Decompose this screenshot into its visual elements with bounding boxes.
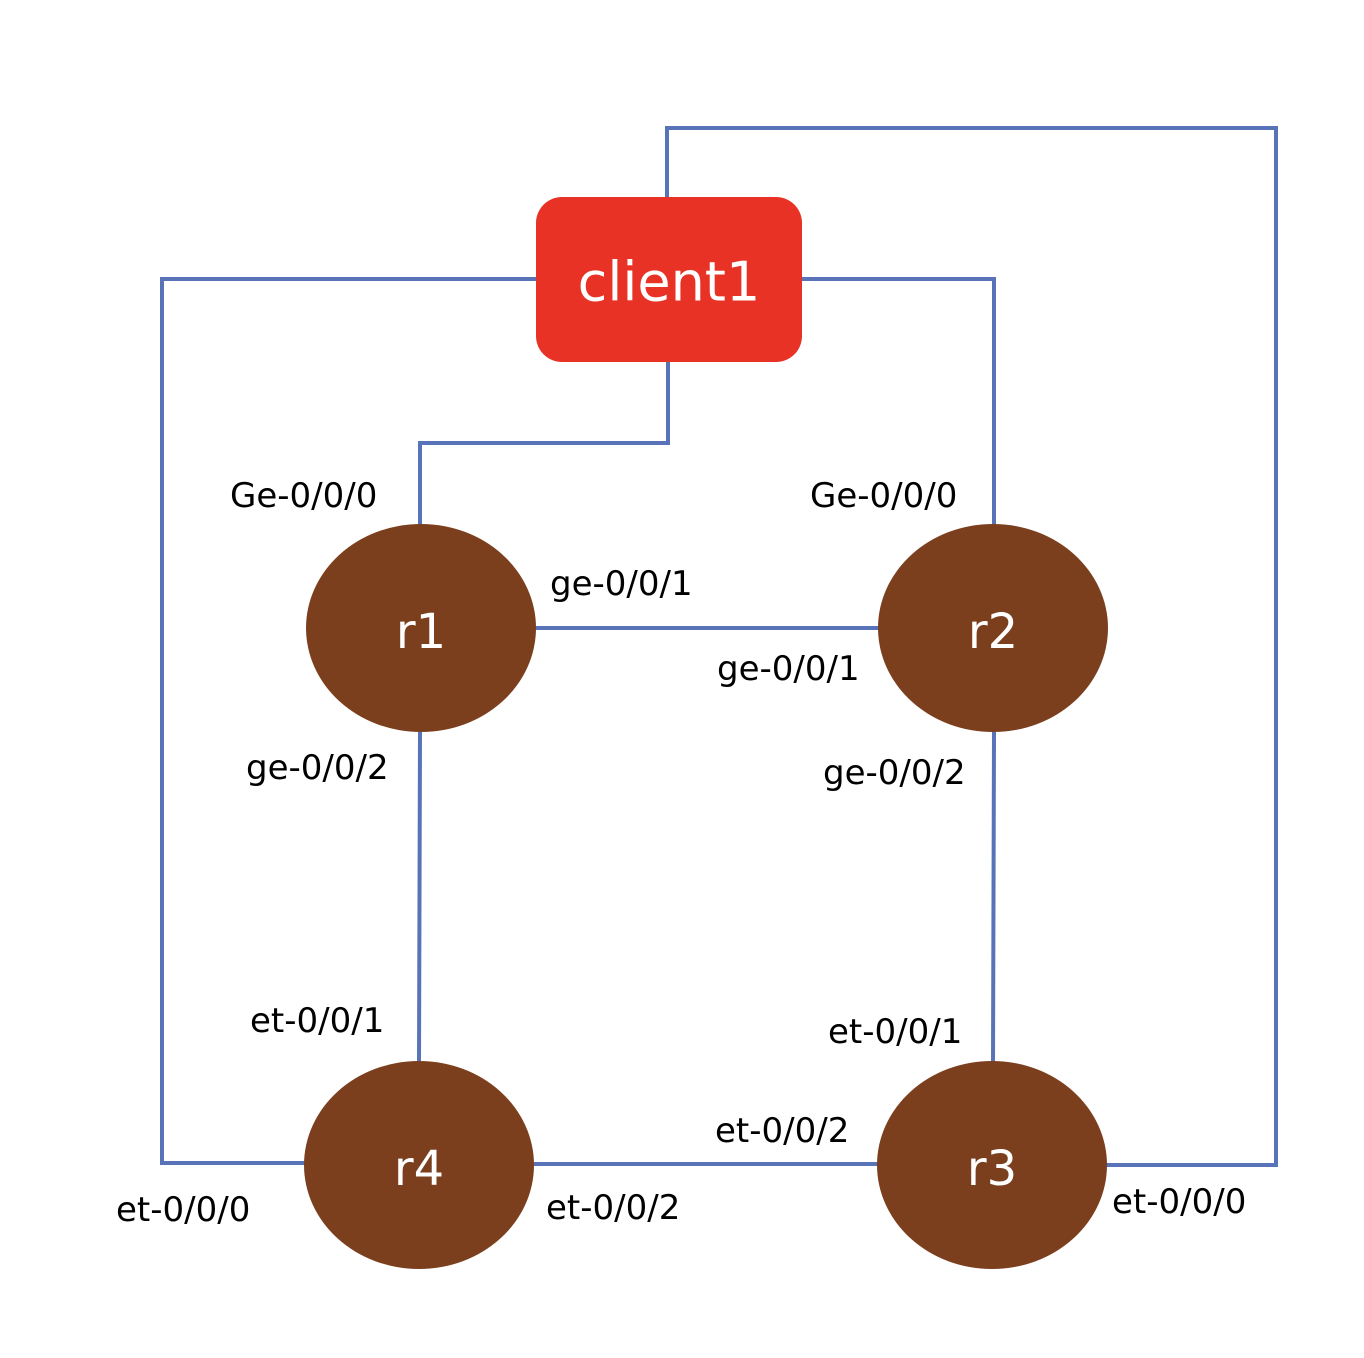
port-label-r2-ge001: ge-0/0/1 xyxy=(717,649,860,689)
port-labels: Ge-0/0/0 ge-0/0/1 ge-0/0/2 Ge-0/0/0 ge-0… xyxy=(116,476,1246,1230)
r3-node[interactable]: r3 xyxy=(877,1061,1107,1269)
port-label-r3-et001: et-0/0/1 xyxy=(828,1012,962,1052)
r2-node[interactable]: r2 xyxy=(878,524,1108,732)
port-label-r4-et002: et-0/0/2 xyxy=(546,1188,680,1228)
link-client1-r1 xyxy=(418,361,670,525)
link-r2-r3 xyxy=(991,731,996,1064)
link-r1-r4 xyxy=(417,731,422,1063)
port-label-r1-ge002: ge-0/0/2 xyxy=(246,748,389,788)
port-label-r2-ge002: ge-0/0/2 xyxy=(823,753,966,793)
r4-node[interactable]: r4 xyxy=(304,1061,534,1269)
links xyxy=(160,126,1278,1167)
r4-label: r4 xyxy=(394,1141,444,1197)
r3-circle xyxy=(877,1061,1107,1269)
port-label-r4-et001: et-0/0/1 xyxy=(250,1001,384,1041)
r3-label: r3 xyxy=(967,1141,1017,1197)
port-label-r2-ge000: Ge-0/0/0 xyxy=(810,476,957,516)
r2-label: r2 xyxy=(968,604,1018,660)
port-label-r3-et002: et-0/0/2 xyxy=(715,1111,849,1151)
client1-label: client1 xyxy=(578,251,761,314)
port-label-r1-ge001: ge-0/0/1 xyxy=(550,564,693,604)
r1-label: r1 xyxy=(396,604,446,660)
link-client1-r3 xyxy=(665,126,1278,1167)
port-label-r4-et000: et-0/0/0 xyxy=(116,1190,250,1230)
link-client1-r2 xyxy=(801,277,996,525)
port-label-r3-et000: et-0/0/0 xyxy=(1112,1182,1246,1222)
port-label-r1-ge000: Ge-0/0/0 xyxy=(230,476,377,516)
client1-node[interactable]: client1 xyxy=(536,197,802,362)
r1-circle xyxy=(306,524,536,732)
client1-box xyxy=(536,197,802,362)
r1-node[interactable]: r1 xyxy=(306,524,536,732)
r4-circle xyxy=(304,1061,534,1269)
r2-circle xyxy=(878,524,1108,732)
link-client1-r4 xyxy=(160,277,537,1165)
